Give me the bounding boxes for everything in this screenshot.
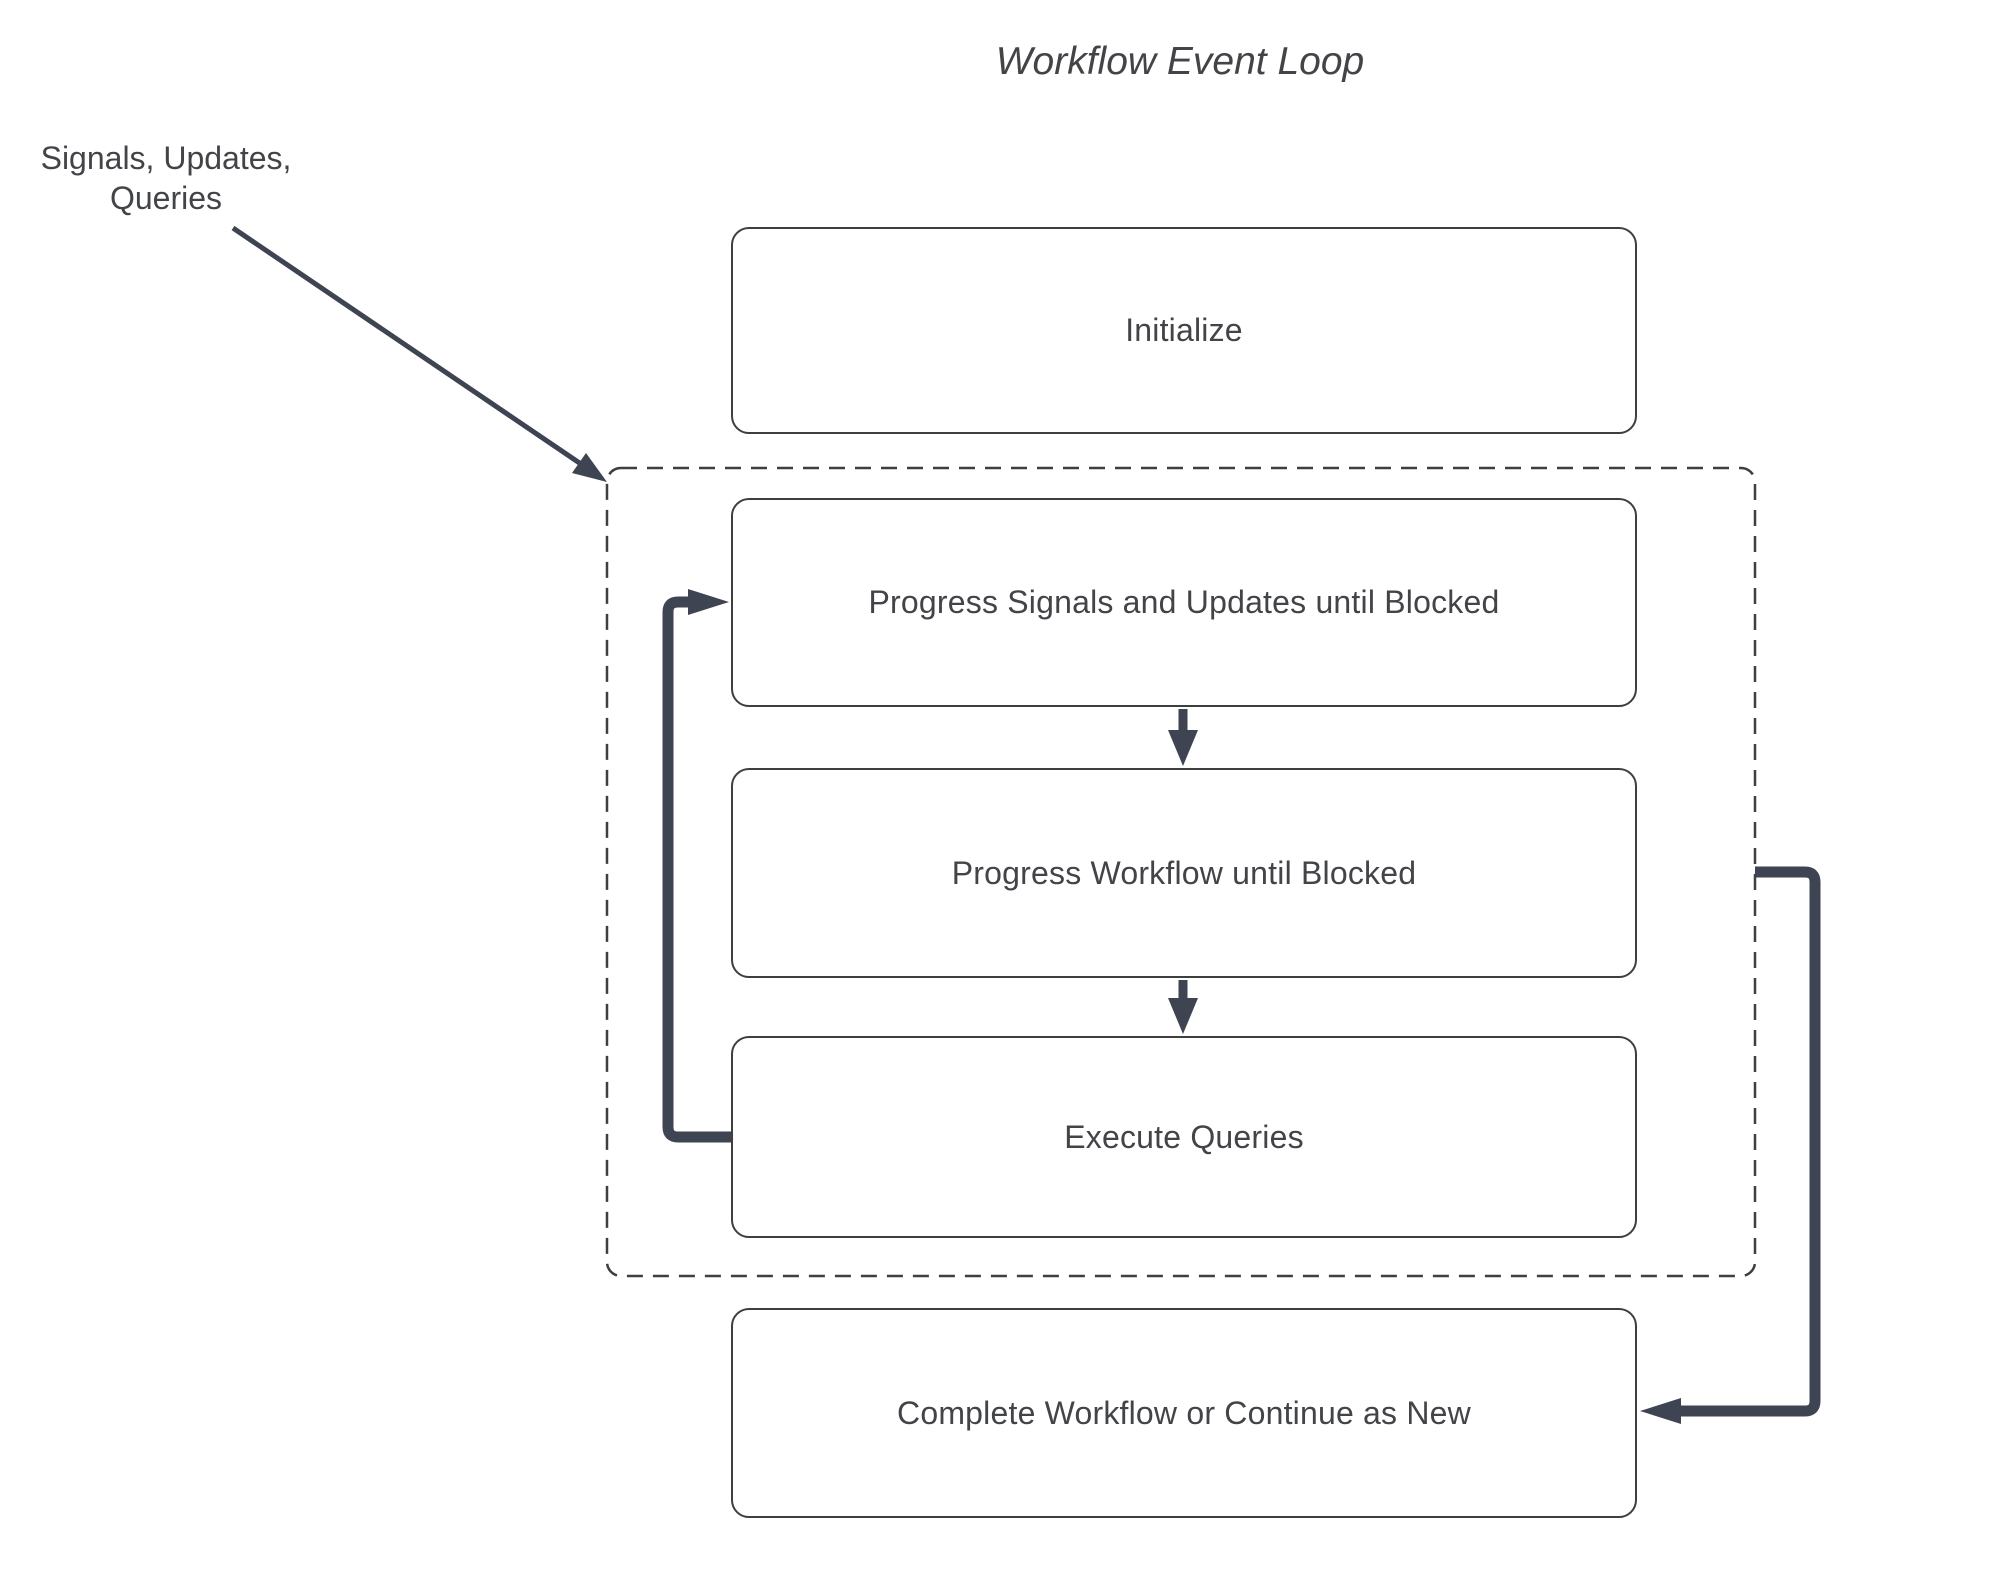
node-execute-queries: Execute Queries <box>731 1036 1637 1238</box>
down-arrow-1 <box>1168 709 1198 766</box>
signals-annotation-line1: Signals, Updates, <box>40 140 292 176</box>
node-progress-signals-label: Progress Signals and Updates until Block… <box>868 584 1500 620</box>
node-initialize-label: Initialize <box>1125 312 1243 348</box>
diagram-title: Workflow Event Loop <box>995 40 1365 83</box>
node-initialize: Initialize <box>731 227 1637 434</box>
node-progress-workflow-label: Progress Workflow until Blocked <box>951 854 1417 891</box>
node-complete-or-continue-label: Complete Workflow or Continue as New <box>897 1394 1471 1431</box>
loop-back-arrow <box>662 589 731 1143</box>
down-arrow-2 <box>1168 980 1198 1034</box>
node-progress-signals: Progress Signals and Updates until Block… <box>731 498 1637 707</box>
signals-annotation: Signals, Updates, Queries <box>30 138 302 218</box>
signals-arrow <box>231 225 607 482</box>
signals-annotation-line2: Queries <box>109 180 223 216</box>
node-execute-queries-label: Execute Queries <box>1064 1118 1304 1155</box>
node-progress-workflow: Progress Workflow until Blocked <box>731 768 1637 978</box>
continue-arrow <box>1640 866 1821 1424</box>
event-loop-dashed-container <box>605 466 1757 1278</box>
node-complete-or-continue: Complete Workflow or Continue as New <box>731 1308 1637 1518</box>
